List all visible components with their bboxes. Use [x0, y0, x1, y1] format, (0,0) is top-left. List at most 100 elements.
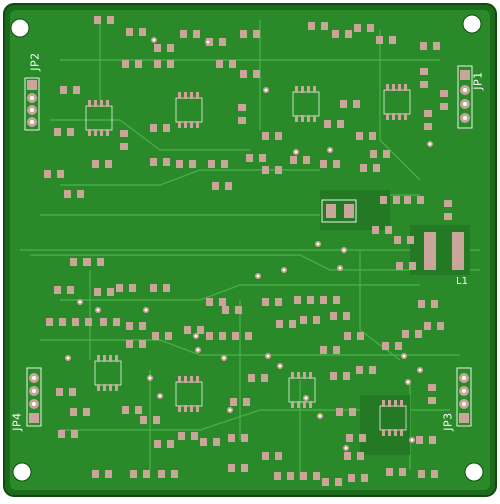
- connector-jp2-pins: [24, 77, 40, 131]
- passive-pads: [376, 36, 396, 44]
- passive-pads: [154, 60, 174, 68]
- connector-jp1-pins: [457, 65, 473, 129]
- passive-pads: [324, 120, 344, 128]
- passive-pads: [208, 160, 228, 168]
- passive-pads: [386, 468, 406, 476]
- passive-pads: [122, 60, 142, 68]
- passive-pads: [178, 432, 198, 440]
- passive-pads: [56, 388, 76, 396]
- passive-pads: [416, 436, 436, 444]
- via: [417, 367, 423, 373]
- via: [293, 149, 299, 155]
- passive-pads: [116, 284, 136, 292]
- passive-pads: [308, 22, 328, 30]
- passive-pads: [58, 430, 78, 438]
- via: [315, 241, 321, 247]
- via: [77, 299, 83, 305]
- passive-pads: [348, 474, 368, 482]
- passive-pads: [346, 434, 366, 442]
- ic-chip: [175, 376, 203, 412]
- passive-pads: [200, 438, 220, 446]
- passive-pads: [126, 322, 146, 330]
- passive-pads: [336, 408, 356, 416]
- passive-pads: [420, 42, 440, 50]
- via: [343, 445, 349, 451]
- via: [143, 307, 149, 313]
- via: [303, 395, 309, 401]
- passive-pads: [356, 366, 376, 374]
- passive-pads: [246, 154, 266, 162]
- jp3-label: JP3: [441, 412, 455, 431]
- passive-pads: [94, 16, 114, 24]
- passive-pads: [230, 398, 250, 406]
- passive-pads: [150, 284, 170, 292]
- jp2-label: JP2: [28, 52, 42, 71]
- via: [337, 265, 343, 271]
- passive-pads: [72, 318, 92, 326]
- passive-pads: [360, 164, 380, 172]
- connector-jp4-pins: [26, 367, 42, 427]
- passive-pads: [120, 130, 128, 150]
- passive-pads: [212, 182, 232, 190]
- passive-pads: [394, 236, 414, 244]
- passive-pads: [402, 330, 422, 338]
- passive-pads: [126, 28, 146, 36]
- passive-pads: [262, 166, 282, 174]
- jp4-label: JP4: [10, 412, 24, 431]
- ic-chip: [379, 400, 407, 436]
- passive-pads: [356, 132, 376, 140]
- ic-layer: [85, 84, 411, 436]
- passive-pads: [332, 30, 352, 38]
- connector-jp3-pins: [456, 367, 472, 427]
- passive-pads: [276, 320, 296, 328]
- passive-pads: [418, 300, 438, 308]
- passive-pads: [54, 286, 74, 294]
- via: [195, 347, 201, 353]
- passive-pads: [94, 288, 114, 296]
- passive-pads: [340, 100, 360, 108]
- passive-pads: [158, 470, 178, 478]
- via: [157, 393, 163, 399]
- passive-pads: [424, 322, 444, 330]
- passive-pads: [428, 384, 436, 404]
- passive-pads: [262, 132, 282, 140]
- passive-pads: [240, 30, 260, 38]
- passive-pads: [130, 470, 150, 478]
- mounting-hole-br: [464, 462, 484, 482]
- passive-pads: [100, 318, 120, 326]
- passive-pads: [274, 472, 294, 480]
- via: [205, 39, 211, 45]
- passive-pads: [222, 306, 242, 314]
- ic-chip: [292, 86, 320, 122]
- passive-pads: [300, 472, 320, 480]
- mounting-hole-tr: [462, 14, 482, 34]
- passive-pads: [320, 346, 340, 354]
- via: [341, 247, 347, 253]
- passive-pads: [54, 128, 74, 136]
- passive-pads: [64, 190, 84, 198]
- passive-pads: [206, 298, 226, 306]
- passive-pads: [46, 318, 66, 326]
- mounting-hole-tl: [10, 18, 30, 38]
- passive-pads: [262, 298, 282, 306]
- passive-pads: [154, 440, 174, 448]
- passive-pads: [262, 452, 282, 460]
- ic-chip: [288, 372, 316, 408]
- via: [65, 355, 71, 361]
- via: [151, 37, 157, 43]
- via: [263, 87, 269, 93]
- inductor-l1-pads: [424, 232, 464, 270]
- passive-pads: [122, 406, 142, 414]
- passive-pads: [370, 150, 390, 158]
- via: [255, 273, 261, 279]
- passive-pads: [228, 434, 248, 442]
- passive-pads: [176, 160, 196, 168]
- passive-pads: [60, 86, 80, 94]
- passive-pads: [44, 170, 64, 178]
- via: [405, 379, 411, 385]
- ic-chip: [85, 100, 113, 136]
- via: [95, 307, 101, 313]
- via: [221, 355, 227, 361]
- passive-pads: [92, 470, 112, 478]
